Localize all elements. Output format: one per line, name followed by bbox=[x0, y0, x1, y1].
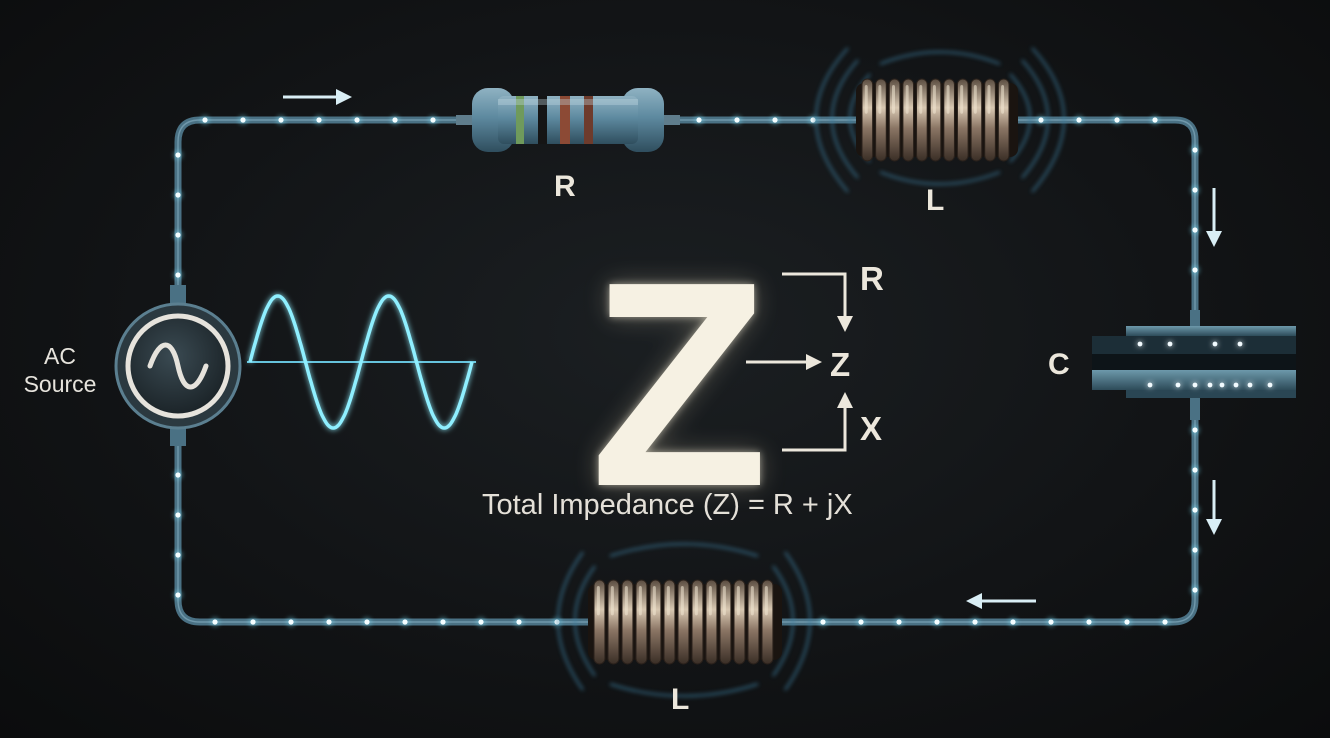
impedance-symbol: Z bbox=[590, 221, 769, 547]
current-arrow-right-upper bbox=[1206, 188, 1222, 247]
total-impedance-letter: Z bbox=[830, 346, 851, 383]
ac-source-label: AC Source bbox=[23, 343, 97, 397]
current-arrow-right-lower bbox=[1206, 480, 1222, 535]
resistance-letter: R bbox=[860, 260, 884, 297]
inductor-bottom-icon bbox=[557, 543, 811, 697]
current-dots bbox=[173, 115, 1200, 627]
impedance-mapping-arrows bbox=[746, 272, 853, 452]
capacitor-icon bbox=[1092, 310, 1296, 420]
current-arrow-top bbox=[283, 89, 352, 105]
inductor-bottom-label: L bbox=[671, 683, 690, 716]
inductor-top-icon bbox=[815, 47, 1065, 193]
capacitor-label: C bbox=[1048, 348, 1070, 381]
sine-wave-icon bbox=[114, 285, 242, 446]
resistor-icon bbox=[456, 88, 680, 152]
sine-waveform bbox=[247, 294, 476, 430]
impedance-formula: Total Impedance (Z) = R + jX bbox=[482, 489, 853, 521]
resistor-label: R bbox=[554, 170, 576, 203]
current-arrow-bottom bbox=[966, 593, 1036, 609]
inductor-top-label: L bbox=[926, 184, 945, 217]
reactance-letter: X bbox=[860, 410, 883, 447]
